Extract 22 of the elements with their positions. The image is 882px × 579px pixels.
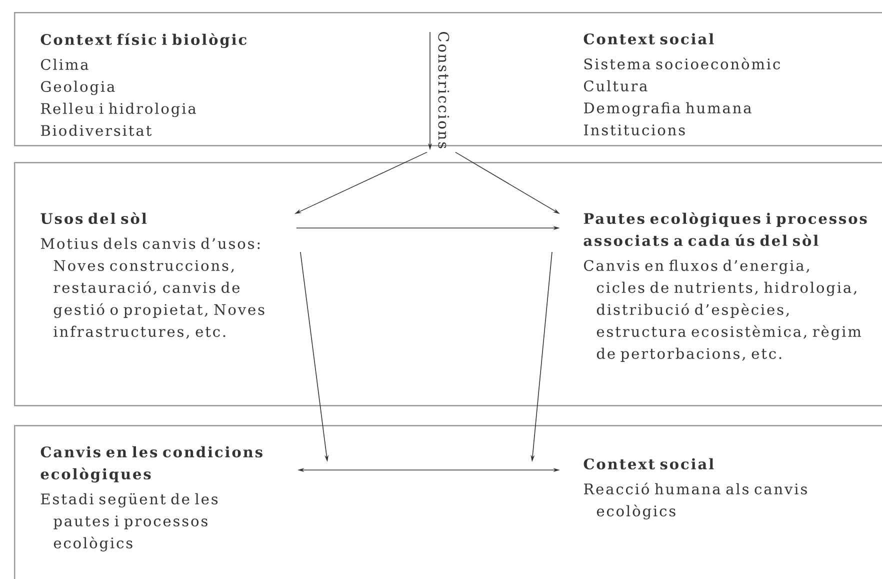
list-item: Relleu i hidrologia — [41, 102, 196, 118]
list-item: Clima — [41, 58, 88, 70]
band-box — [14, 162, 882, 406]
heading: Usos del sòl — [40, 212, 146, 224]
list-item: Biodiversitat — [41, 124, 152, 136]
band-box — [14, 425, 882, 579]
heading: Canvis en les condicions ecològiques — [40, 446, 262, 482]
heading: Context social — [584, 458, 714, 470]
rotated-label: Constriccions — [438, 32, 450, 148]
heading: Context social — [584, 33, 714, 44]
heading: Pautes ecològiques i processos associats a cada ús del sòl — [584, 212, 867, 246]
list-item: Cultura — [584, 80, 648, 92]
body-text: Estadi següent de les pautes i processos ecològics — [41, 493, 218, 552]
list-item: Sistema socioeconòmic — [584, 58, 780, 70]
list-item: Geologia — [41, 80, 115, 96]
body-text: Motius dels canvis d’usos: Noves construccions, restauració, canvis de gestió o propietat, Noves infrastructures, etc. — [40, 238, 264, 339]
heading: Context físic i biològic — [40, 33, 246, 48]
body-text: Reacció humana als canvis ecològics — [584, 482, 807, 520]
list-item: Institucions — [584, 124, 685, 136]
body-text: Canvis en fluxos d’energia, cicles de nutrients, hidrologia, distribució d’espècies, estructura ecosistèmica, règim de pertorbacions, etc. — [584, 260, 862, 362]
band-box — [14, 12, 882, 146]
list-item: Demografia humana — [584, 102, 752, 116]
